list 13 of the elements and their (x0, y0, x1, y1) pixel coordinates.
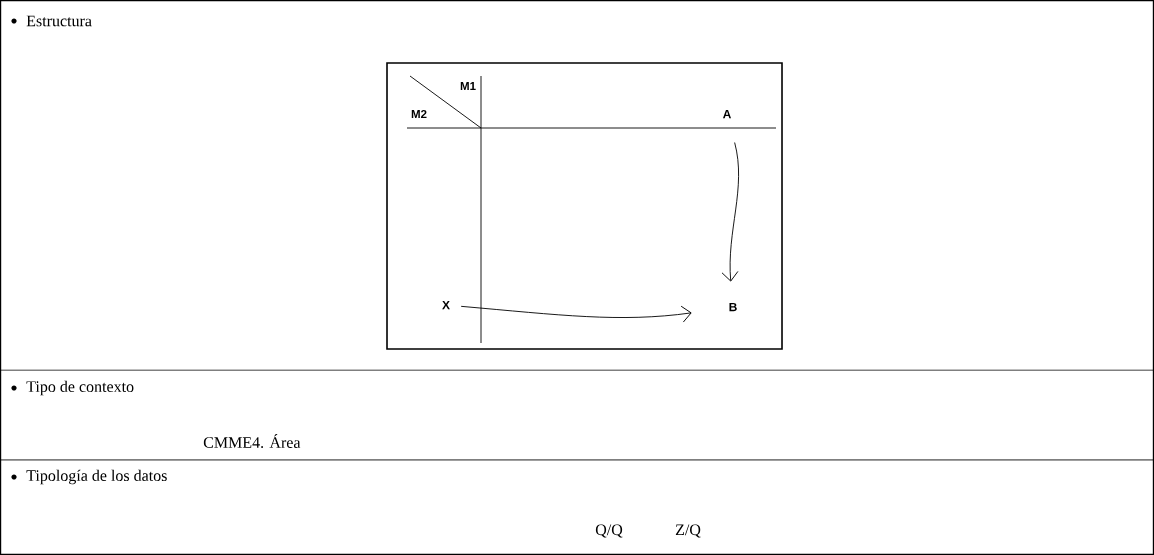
figure-label: M1 (460, 82, 476, 90)
table-text: Estructura (26, 15, 92, 27)
point-label: B (729, 302, 737, 312)
point-label: A (722, 109, 731, 119)
table-text: Tipo de contexto (26, 380, 134, 396)
curved-arrow (721, 142, 740, 282)
curved-arrow (460, 305, 692, 323)
point-label: X (442, 300, 450, 310)
table-text: Q/Q (595, 524, 623, 538)
table-text: Z/Q (675, 524, 701, 538)
table-text: CMME4. Área (203, 434, 301, 448)
table-text: Tipología de los datos (26, 469, 167, 485)
figure-label: M2 (411, 110, 427, 118)
